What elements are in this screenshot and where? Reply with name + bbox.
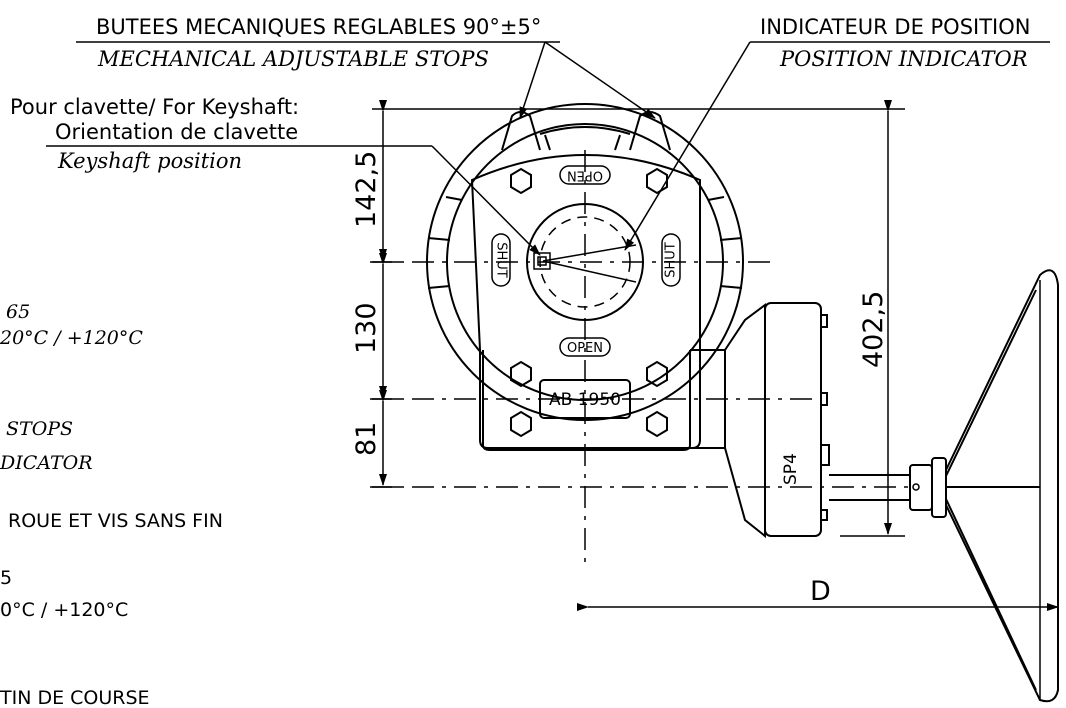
note-4: DICATOR [0, 452, 93, 474]
keyshaft-label-2: Orientation de clavette [55, 120, 298, 144]
gearbox [690, 269, 1059, 703]
model-plate-label: AB 1950 [549, 390, 621, 410]
keyshaft-label-1: Pour clavette/ For Keyshaft: [10, 95, 299, 119]
dim-d: D [810, 576, 831, 607]
dim-130: 130 [351, 302, 382, 354]
leader-stop-left [519, 41, 546, 119]
leader-stop-right [544, 41, 656, 119]
leader-indicator [624, 41, 751, 251]
gearbox-label: SP4 [781, 453, 801, 485]
dim-142: 142,5 [351, 151, 382, 228]
keyshaft-label-3: Keyshaft position [57, 149, 242, 173]
note-5: ROUE ET VIS SANS FIN [8, 510, 223, 532]
dim-402: 402,5 [858, 291, 889, 368]
open-top-label: OPEN [567, 168, 603, 183]
actuator-body [426, 103, 744, 451]
shut-left-label: SHUT [494, 242, 509, 278]
open-bottom-label: OPEN [567, 341, 603, 356]
shut-right-label: SHUT [664, 242, 679, 278]
leader-keyshaft [431, 145, 541, 256]
note-1: 65 [6, 301, 30, 323]
note-8: TIN DE COURSE [0, 687, 150, 708]
indicator-label-fr: INDICATEUR DE POSITION [760, 15, 1031, 39]
stops-label-fr: BUTEES MECANIQUES REGLABLES 90°±5° [96, 15, 541, 39]
note-7: 0°C / +120°C [0, 599, 128, 621]
note-3: STOPS [6, 418, 73, 440]
stops-label-en: MECHANICAL ADJUSTABLE STOPS [97, 47, 489, 71]
note-6: 5 [0, 567, 12, 589]
note-2: 20°C / +120°C [0, 327, 143, 349]
dim-81: 81 [351, 422, 382, 456]
indicator-label-en: POSITION INDICATOR [779, 47, 1028, 71]
